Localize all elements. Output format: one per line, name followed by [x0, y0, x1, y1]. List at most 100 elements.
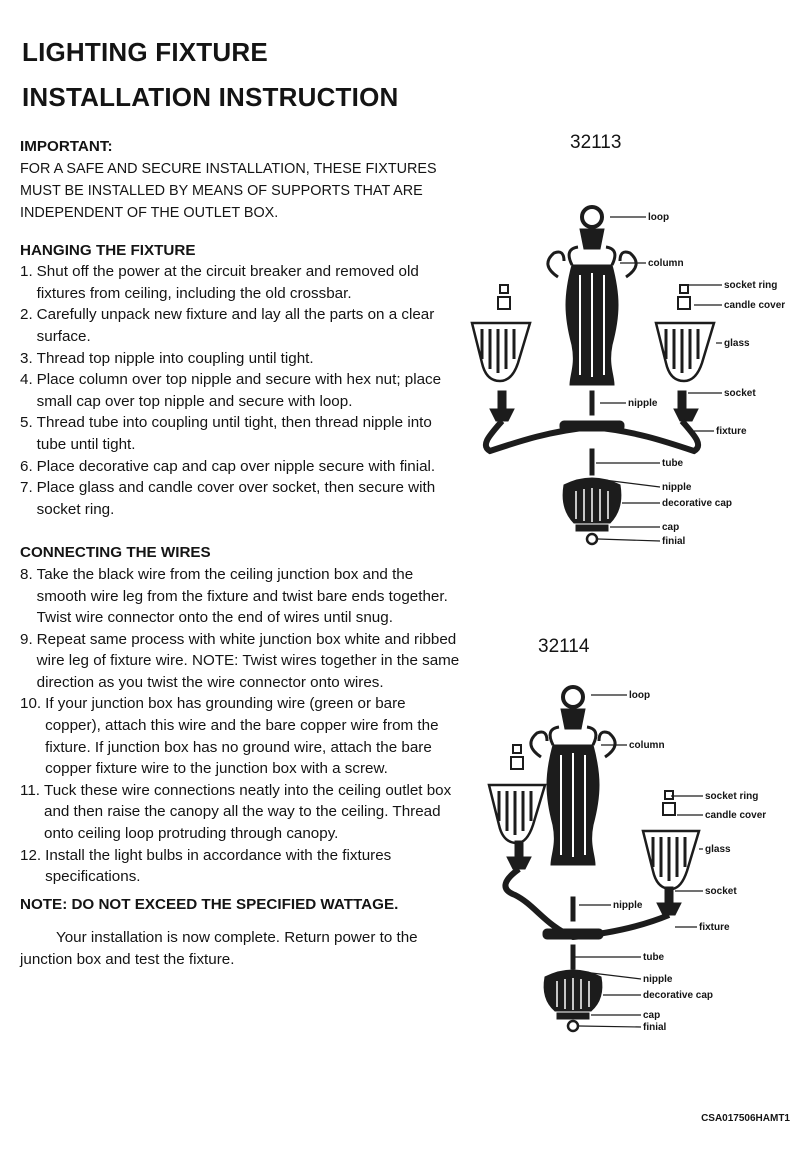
- fixture-body: [542, 928, 604, 940]
- label-socket-ring: socket ring: [705, 791, 758, 802]
- step-number: 10.: [20, 695, 42, 713]
- loop-part: [580, 205, 604, 229]
- chandelier-diagram-32114: loop column socket ring candle cover gla…: [487, 685, 766, 1033]
- step-number: 2.: [20, 306, 33, 324]
- candle-cover-left: [510, 744, 524, 770]
- label-finial: finial: [643, 1022, 667, 1033]
- title-line-2: INSTALLATION INSTRUCTION: [22, 82, 399, 112]
- label-candle-cover: candle cover: [705, 810, 766, 821]
- tube-part: [570, 944, 576, 970]
- model-number-32114: 32114: [538, 636, 590, 657]
- hanging-step: 4.Place column over top nipple and secur…: [20, 369, 460, 412]
- important-text: FOR A SAFE AND SECURE INSTALLATION, THES…: [20, 160, 437, 221]
- title-line-1: LIGHTING FIXTURE: [22, 37, 268, 67]
- cap-part: [575, 524, 609, 532]
- step-text: Thread tube into coupling until tight, t…: [36, 414, 432, 453]
- socket-right: [664, 886, 674, 904]
- leader-lines: [595, 216, 722, 542]
- step-number: 12.: [20, 846, 42, 864]
- candle-cover-right: [662, 790, 676, 816]
- document-title: LIGHTING FIXTURE INSTALLATION INSTRUCTIO…: [22, 30, 398, 120]
- hanging-step: 6.Place decorative cap and cap over nipp…: [20, 456, 460, 478]
- label-nipple-upper: nipple: [628, 398, 658, 409]
- nipple-top: [589, 390, 595, 416]
- wires-heading: CONNECTING THE WIRES: [20, 544, 211, 562]
- step-text: Shut off the power at the circuit breake…: [36, 263, 419, 302]
- label-glass: glass: [705, 844, 731, 855]
- fixture-arms: [502, 866, 671, 941]
- step-number: 4.: [20, 371, 33, 389]
- label-glass: glass: [724, 338, 750, 349]
- step-text: Place glass and candle cover over socket…: [36, 479, 436, 518]
- loop-part: [561, 685, 585, 709]
- label-cap: cap: [662, 522, 679, 533]
- glass-right: [641, 829, 701, 891]
- candle-cover-right: [677, 284, 691, 310]
- label-socket-ring: socket ring: [724, 280, 777, 291]
- glass-left: [487, 783, 547, 845]
- wires-step: 9.Repeat same process with white junctio…: [20, 629, 460, 694]
- candle-cover-left: [497, 284, 511, 310]
- socket-right: [677, 390, 687, 410]
- label-tube: tube: [643, 952, 665, 963]
- tube-part: [589, 448, 595, 476]
- label-loop: loop: [648, 212, 669, 223]
- step-number: 3.: [20, 349, 33, 367]
- label-finial: finial: [662, 536, 686, 547]
- wires-step: 12.Install the light bulbs in accordance…: [20, 845, 460, 888]
- label-socket: socket: [724, 388, 756, 399]
- fixture-drawing: [487, 685, 701, 1033]
- label-fixture: fixture: [699, 922, 730, 933]
- step-text: If your junction box has grounding wire …: [45, 695, 439, 778]
- step-text: Thread top nipple into coupling until ti…: [36, 349, 314, 367]
- label-column: column: [629, 740, 665, 751]
- label-nipple-lower: nipple: [662, 482, 692, 493]
- label-column: column: [648, 258, 684, 269]
- leader-lines: [574, 694, 703, 1028]
- step-text: Carefully unpack new fixture and lay all…: [36, 306, 435, 345]
- socket-left: [514, 840, 524, 858]
- model-number-32113: 32113: [570, 132, 622, 153]
- nipple-top: [570, 896, 576, 922]
- wires-step: 8.Take the black wire from the ceiling j…: [20, 564, 460, 629]
- finial-part: [566, 1019, 580, 1033]
- important-heading: IMPORTANT:: [20, 138, 113, 155]
- part-labels: loop column socket ring candle cover gla…: [613, 690, 766, 1033]
- hanging-step: 1.Shut off the power at the circuit brea…: [20, 261, 460, 304]
- label-socket: socket: [705, 886, 737, 897]
- hanging-step: 5.Thread tube into coupling until tight,…: [20, 412, 460, 455]
- label-nipple-upper: nipple: [613, 900, 643, 911]
- wires-steps: 8.Take the black wire from the ceiling j…: [20, 564, 460, 888]
- label-candle-cover: candle cover: [724, 300, 785, 311]
- label-loop: loop: [629, 690, 650, 701]
- socket-left: [497, 390, 507, 410]
- finial-part: [585, 532, 599, 546]
- document-code: CSA017506HAMT1: [701, 1113, 790, 1124]
- label-fixture: fixture: [716, 426, 747, 437]
- column-top: [560, 708, 586, 730]
- instructions-column: IMPORTANT: FOR A SAFE AND SECURE INSTALL…: [20, 136, 460, 971]
- glass-left: [470, 321, 532, 383]
- closing-text: Your installation is now complete. Retur…: [20, 929, 418, 968]
- cap-part: [556, 1012, 590, 1020]
- step-number: 9.: [20, 630, 33, 648]
- step-number: 5.: [20, 414, 33, 432]
- fixture-body: [559, 420, 625, 432]
- step-text: Place column over top nipple and secure …: [36, 371, 442, 410]
- label-decorative-cap: decorative cap: [662, 498, 732, 509]
- fixture-drawing: [470, 205, 716, 546]
- step-text: Repeat same process with white junction …: [36, 630, 460, 691]
- hanging-steps: 1.Shut off the power at the circuit brea…: [20, 261, 460, 520]
- label-cap: cap: [643, 1010, 660, 1021]
- hanging-step: 3.Thread top nipple into coupling until …: [20, 348, 460, 370]
- chandelier-diagram-32113: loop column socket ring candle cover gla…: [470, 205, 785, 547]
- column-top: [579, 228, 605, 250]
- step-number: 6.: [20, 457, 33, 475]
- step-number: 1.: [20, 263, 33, 281]
- step-text: Tuck these wire connections neatly into …: [44, 781, 452, 843]
- hanging-step: 7.Place glass and candle cover over sock…: [20, 477, 460, 520]
- hanging-step: 2.Carefully unpack new fixture and lay a…: [20, 304, 460, 347]
- wires-step: 11.Tuck these wire connections neatly in…: [20, 780, 460, 845]
- wattage-note: NOTE: DO NOT EXCEED THE SPECIFIED WATTAG…: [20, 895, 399, 913]
- step-text: Place decorative cap and cap over nipple…: [36, 457, 436, 475]
